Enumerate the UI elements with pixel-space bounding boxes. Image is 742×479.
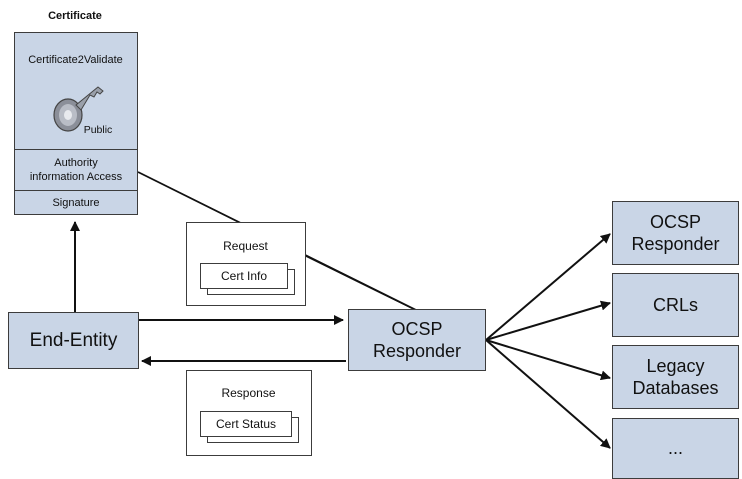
arrow-ocsp-to-backend-responder [485, 233, 611, 341]
certificate-body: Certificate2Validate Public [14, 32, 138, 150]
cert-info-card: Cert Info [200, 263, 288, 289]
arrow-request-to-ocsp [305, 255, 421, 313]
key-icon [53, 86, 104, 132]
end-entity-node: End-Entity [8, 312, 139, 369]
request-message: Request Cert Info [186, 222, 306, 306]
request-title: Request [223, 239, 268, 253]
signature-field: Signature [14, 190, 138, 215]
response-message: Response Cert Status [186, 370, 312, 456]
arrow-ocsp-to-more [485, 339, 611, 449]
arrow-ocsp-to-legacy [485, 339, 611, 381]
backend-more: ... [612, 418, 739, 479]
certificate-title: Certificate [48, 10, 102, 22]
ocsp-responder-node: OCSP Responder [348, 309, 486, 371]
arrow-ocsp-to-crls [485, 300, 611, 341]
backend-crls: CRLs [612, 273, 739, 337]
backend-legacy-databases: Legacy Databases [612, 345, 739, 409]
response-title: Response [221, 386, 276, 400]
cert-status-card: Cert Status [200, 411, 292, 437]
certificate-subject: Certificate2Validate [28, 54, 123, 66]
backend-ocsp-responder: OCSP Responder [612, 201, 739, 265]
public-key-label: Public [83, 124, 113, 136]
aia-field: Authority information Access [14, 149, 138, 191]
